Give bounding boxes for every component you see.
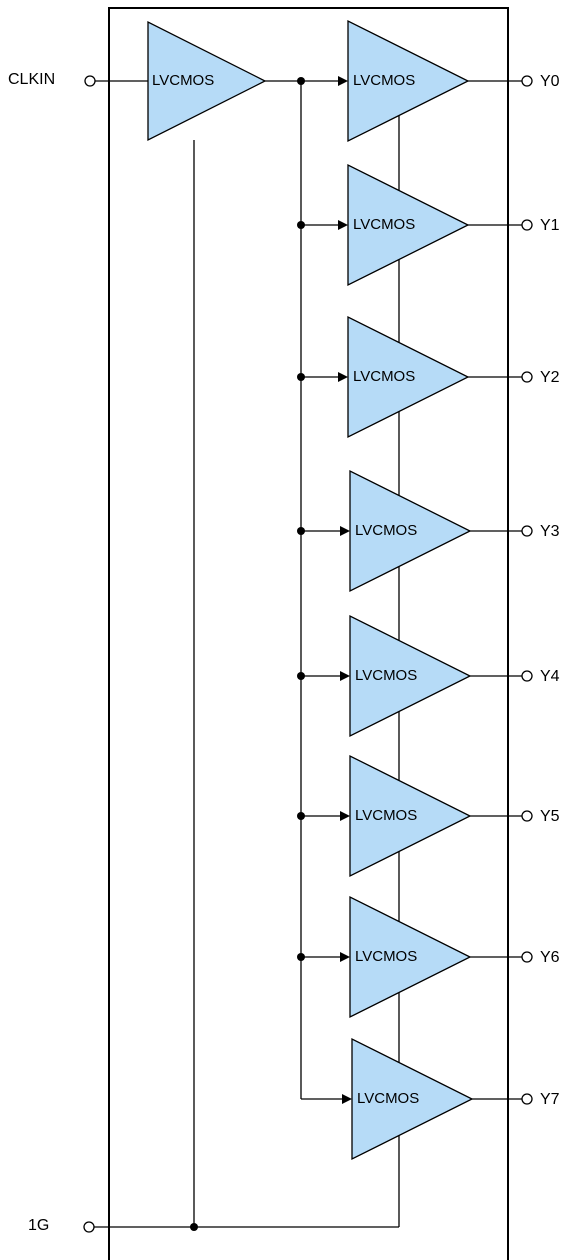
output-pin-label: Y4: [540, 668, 560, 685]
enable-junction-dot: [190, 1223, 198, 1231]
clkin-pin-circle: [84, 75, 96, 87]
output-pin-circle: [521, 670, 533, 682]
clkin-pin: CLKIN: [8, 71, 148, 88]
output-stage-y7: LVCMOS Y7: [300, 902, 560, 1161]
output-buffer-label: LVCMOS: [355, 522, 417, 539]
output-stage-y1: LVCMOS Y1: [297, 163, 560, 287]
output-pin-label: Y3: [540, 523, 560, 540]
output-pin-circle: [521, 371, 533, 383]
output-pin-circle: [521, 525, 533, 537]
output-buffer-triangle: [349, 614, 472, 738]
output-buffer-triangle: [347, 315, 470, 439]
output-buffer-triangle: [347, 19, 470, 143]
fanout-junction-dot: [297, 77, 305, 85]
input-buffer-label: LVCMOS: [152, 72, 214, 89]
1g-label: 1G: [28, 1217, 49, 1234]
output-pin-label: Y0: [540, 73, 560, 90]
fanout-junction-dot: [297, 527, 305, 535]
arrowhead: [340, 811, 350, 821]
output-buffer-triangle: [351, 1037, 474, 1161]
fanout-junction-dot: [297, 672, 305, 680]
fanout-junction-dot: [297, 812, 305, 820]
output-pin-label: Y1: [540, 217, 560, 234]
output-pin-circle: [521, 75, 533, 87]
output-buffer-label: LVCMOS: [357, 1090, 419, 1107]
1g-pin-circle: [83, 1221, 95, 1233]
output-pin-label: Y2: [540, 369, 560, 386]
input-buffer-triangle: [147, 20, 267, 142]
output-buffer-triangle: [347, 163, 470, 287]
output-pin-circle: [521, 810, 533, 822]
output-buffer-label: LVCMOS: [355, 948, 417, 965]
input-buffer: LVCMOS: [147, 20, 267, 142]
output-stage-y4: LVCMOS Y4: [297, 614, 560, 738]
1g-pin: 1G: [28, 1217, 399, 1234]
output-buffer-triangle: [349, 754, 472, 878]
output-pin-label: Y6: [540, 949, 560, 966]
output-pin-circle: [521, 951, 533, 963]
arrowhead: [338, 372, 348, 382]
output-buffer-label: LVCMOS: [353, 216, 415, 233]
output-stage-y5: LVCMOS Y5: [297, 754, 560, 878]
output-stage-y2: LVCMOS Y2: [297, 315, 560, 439]
output-stage-y6: LVCMOS Y6: [297, 895, 560, 1019]
clkin-label: CLKIN: [8, 71, 55, 88]
output-buffer-triangle: [349, 895, 472, 1019]
output-pin-label: Y5: [540, 808, 560, 825]
output-buffer-label: LVCMOS: [355, 667, 417, 684]
output-stage-y3: LVCMOS Y3: [297, 469, 560, 593]
output-buffer-label: LVCMOS: [355, 807, 417, 824]
arrowhead: [340, 952, 350, 962]
output-stage-y0: LVCMOS Y0: [297, 19, 560, 143]
arrowhead: [340, 526, 350, 536]
arrowhead: [340, 671, 350, 681]
output-pin-circle: [521, 219, 533, 231]
fanout-junction-dot: [297, 373, 305, 381]
output-buffer-label: LVCMOS: [353, 72, 415, 89]
arrowhead: [342, 1094, 352, 1104]
output-pin-circle: [521, 1093, 533, 1105]
output-pin-label: Y7: [540, 1091, 560, 1108]
device-package-outline: [108, 7, 509, 1260]
output-buffer-label: LVCMOS: [353, 368, 415, 385]
output-buffer-triangle: [349, 469, 472, 593]
arrowhead: [338, 220, 348, 230]
arrowhead: [338, 76, 348, 86]
fanout-junction-dot: [297, 221, 305, 229]
